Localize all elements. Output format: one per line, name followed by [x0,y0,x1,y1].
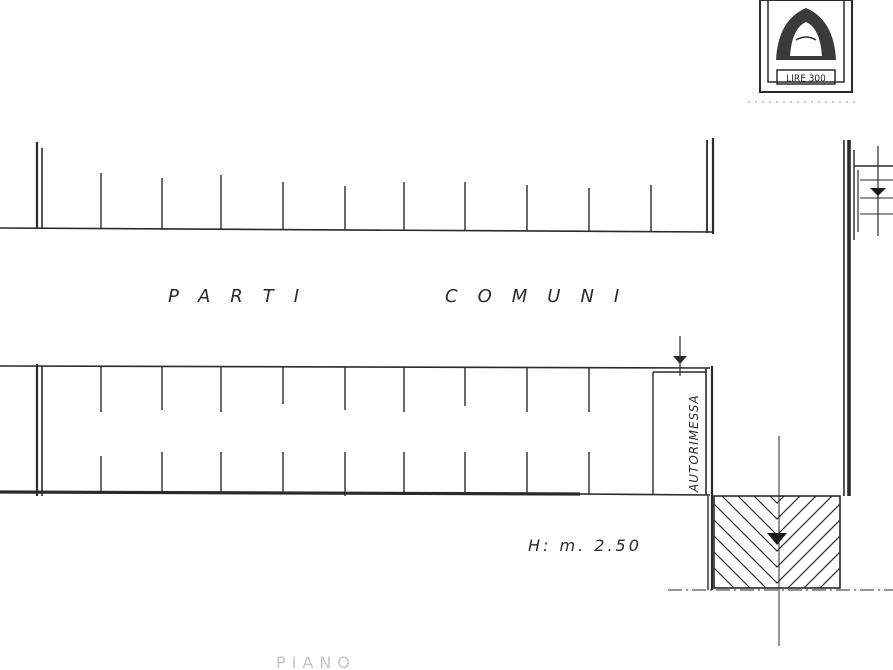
common-area-label-2: COMUNI [445,286,639,307]
height-label: H: m. 2.50 [528,536,642,555]
upper-parking-row [0,138,715,234]
common-area-label-1: PARTI [168,286,319,307]
garage-label: AUTORIMESSA [687,394,701,493]
revenue-stamp-icon: LIRE 300 [748,0,856,103]
lower-parking-row [0,364,714,590]
arrow-left-icon [870,188,886,196]
stamp-value: LIRE 300 [786,74,826,85]
floor-caption: PIANO [276,653,356,670]
ramp-hatch [668,436,893,646]
right-wall [843,140,855,496]
arrow-down-icon [673,336,687,376]
